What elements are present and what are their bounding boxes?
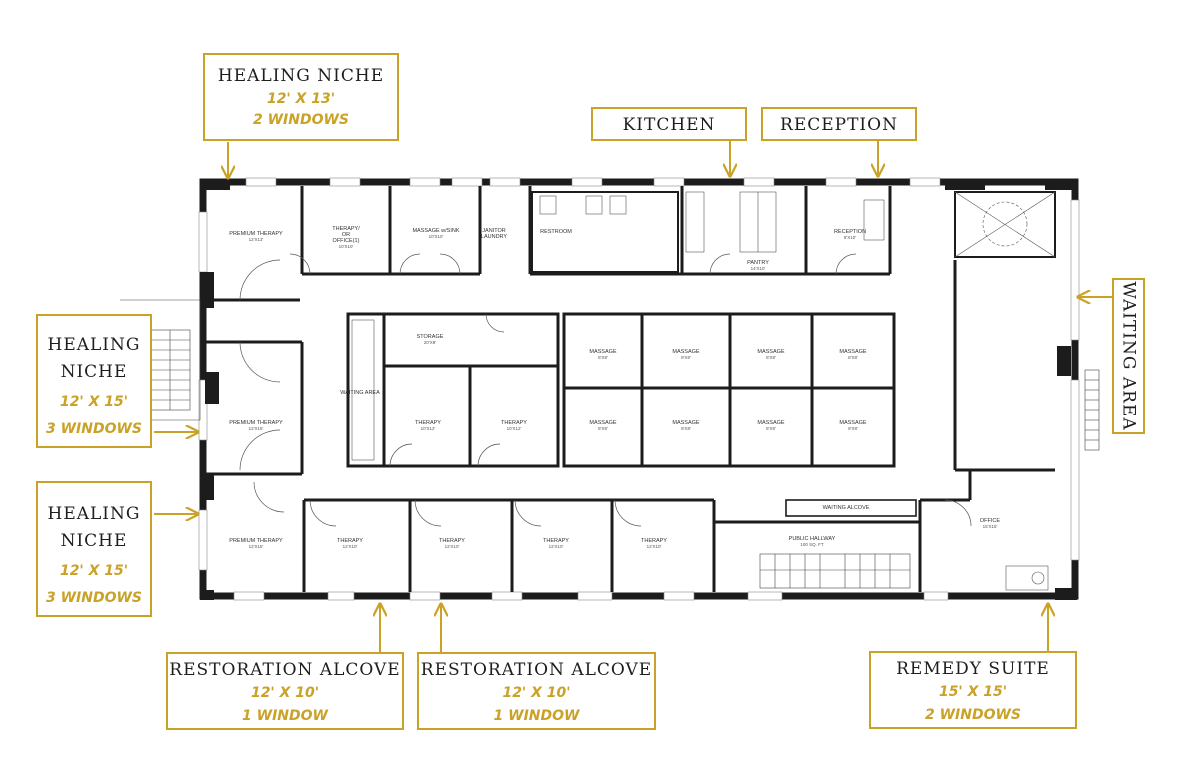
callout-windows: 3 WINDOWS bbox=[45, 421, 143, 438]
svg-text:THERAPY: THERAPY bbox=[543, 538, 569, 544]
svg-text:8'X10': 8'X10' bbox=[844, 235, 856, 240]
callout-size: 12' X 10' bbox=[502, 684, 571, 701]
callout-reception: RECEPTION bbox=[761, 107, 917, 141]
svg-text:100 SQ. FT: 100 SQ. FT bbox=[800, 542, 824, 547]
callout-remedy-suite: REMEDY SUITE 15' X 15' 2 WINDOWS bbox=[869, 651, 1077, 729]
stairs-left bbox=[120, 299, 201, 421]
fixtures bbox=[351, 191, 1049, 591]
svg-text:8'X8': 8'X8' bbox=[848, 426, 858, 431]
svg-text:10'X10': 10'X10' bbox=[429, 234, 444, 239]
svg-text:8'X8': 8'X8' bbox=[681, 355, 691, 360]
svg-text:12'X10': 12'X10' bbox=[549, 544, 564, 549]
callout-size: 12' X 15' bbox=[59, 394, 129, 411]
svg-text:MASSAGE: MASSAGE bbox=[839, 349, 867, 355]
callout-healing-niche-top: HEALING NICHE 12' X 13' 2 WINDOWS bbox=[203, 53, 399, 141]
svg-text:MASSAGE: MASSAGE bbox=[757, 349, 785, 355]
svg-text:12'X15': 12'X15' bbox=[249, 426, 264, 431]
callout-title-line1: HEALING bbox=[47, 504, 141, 524]
svg-text:8'X8': 8'X8' bbox=[598, 426, 608, 431]
callout-size: 12' X 10' bbox=[250, 684, 320, 701]
svg-text:WAITING AREA: WAITING AREA bbox=[340, 390, 380, 396]
svg-text:PANTRY: PANTRY bbox=[747, 260, 769, 266]
callout-windows: 2 WINDOWS bbox=[252, 111, 350, 128]
svg-text:14'X10': 14'X10' bbox=[751, 266, 766, 271]
svg-text:10'X12': 10'X12' bbox=[507, 426, 522, 431]
callout-size: 12' X 13' bbox=[266, 90, 336, 107]
callout-title: HEALING NICHE bbox=[217, 66, 385, 86]
svg-text:10'X10': 10'X10' bbox=[339, 244, 354, 249]
callout-windows: 1 WINDOW bbox=[242, 707, 328, 724]
callout-windows: 1 WINDOW bbox=[493, 707, 580, 724]
svg-text:RESTROOM: RESTROOM bbox=[540, 229, 572, 235]
svg-text:THERAPY: THERAPY bbox=[641, 538, 667, 544]
svg-text:WAITING ALCOVE: WAITING ALCOVE bbox=[823, 505, 870, 511]
callout-waiting-area: WAITING AREA bbox=[1112, 278, 1145, 434]
callout-title-line2: NICHE bbox=[60, 362, 128, 383]
callout-title-line1: HEALING bbox=[47, 335, 141, 355]
svg-text:10'X12': 10'X12' bbox=[421, 426, 436, 431]
svg-text:8'X8': 8'X8' bbox=[848, 355, 858, 360]
svg-text:MASSAGE: MASSAGE bbox=[757, 420, 785, 426]
doors bbox=[239, 253, 972, 527]
svg-text:THERAPY: THERAPY bbox=[415, 420, 441, 426]
svg-text:STORAGE: STORAGE bbox=[417, 334, 444, 340]
callout-title-line2: NICHE bbox=[60, 531, 128, 552]
callout-windows: 3 WINDOWS bbox=[45, 590, 143, 607]
svg-text:MASSAGE w/SINK: MASSAGE w/SINK bbox=[412, 228, 459, 234]
svg-text:PREMIUM THERAPY: PREMIUM THERAPY bbox=[229, 420, 283, 426]
svg-text:8'X8': 8'X8' bbox=[681, 426, 691, 431]
callout-title: REMEDY SUITE bbox=[896, 659, 1050, 679]
window-openings bbox=[198, 177, 1080, 601]
svg-text:MASSAGE: MASSAGE bbox=[672, 420, 700, 426]
room-premium-therapy-top: PREMIUM THERAPY bbox=[229, 231, 283, 237]
svg-text:THERAPY/: THERAPY/ bbox=[332, 226, 360, 232]
callout-title: WAITING AREA bbox=[1118, 281, 1139, 431]
svg-text:OFFICE: OFFICE bbox=[980, 518, 1000, 524]
svg-text:MASSAGE: MASSAGE bbox=[839, 420, 867, 426]
callout-title: RESTORATION ALCOVE bbox=[169, 660, 401, 680]
callout-title: RECEPTION bbox=[780, 115, 898, 135]
svg-text:12'X13': 12'X13' bbox=[249, 237, 264, 242]
callout-restoration-alcove-2: RESTORATION ALCOVE 12' X 10' 1 WINDOW bbox=[417, 652, 656, 730]
callout-size: 15' X 15' bbox=[938, 683, 1008, 700]
svg-text:PREMIUM THERAPY: PREMIUM THERAPY bbox=[229, 538, 283, 544]
callout-arrows bbox=[154, 140, 1112, 654]
svg-text:RECEPTION: RECEPTION bbox=[834, 229, 866, 235]
svg-text:THERAPY: THERAPY bbox=[337, 538, 363, 544]
svg-text:20'X9': 20'X9' bbox=[424, 340, 436, 345]
svg-text:MASSAGE: MASSAGE bbox=[589, 349, 617, 355]
svg-text:THERAPY: THERAPY bbox=[439, 538, 465, 544]
callout-kitchen: KITCHEN bbox=[591, 107, 747, 141]
svg-text:8'X8': 8'X8' bbox=[766, 426, 776, 431]
callout-healing-niche-left-1: HEALING NICHE 12' X 15' 3 WINDOWS bbox=[36, 314, 152, 448]
callout-restoration-alcove-1: RESTORATION ALCOVE 12' X 10' 1 WINDOW bbox=[166, 652, 404, 730]
stairs-public bbox=[759, 553, 911, 589]
callout-title: RESTORATION ALCOVE bbox=[420, 660, 653, 680]
svg-text:12'X10': 12'X10' bbox=[647, 544, 662, 549]
svg-text:12'X10': 12'X10' bbox=[343, 544, 358, 549]
columns bbox=[200, 180, 1077, 600]
svg-text:LAUNDRY: LAUNDRY bbox=[481, 234, 508, 240]
elevator bbox=[954, 191, 1056, 258]
svg-text:8'X8': 8'X8' bbox=[598, 355, 608, 360]
svg-text:OFFICE(1): OFFICE(1) bbox=[333, 238, 360, 244]
svg-text:12'X15': 12'X15' bbox=[249, 544, 264, 549]
callout-title: KITCHEN bbox=[622, 115, 716, 135]
callout-windows: 2 WINDOWS bbox=[924, 706, 1022, 723]
callout-healing-niche-left-2: HEALING NICHE 12' X 15' 3 WINDOWS bbox=[36, 481, 152, 617]
svg-text:PUBLIC HALLWAY: PUBLIC HALLWAY bbox=[789, 536, 836, 542]
svg-text:JANITOR: JANITOR bbox=[482, 228, 505, 234]
svg-text:8'X8': 8'X8' bbox=[766, 355, 776, 360]
stairs-right bbox=[1084, 369, 1100, 451]
svg-text:MASSAGE: MASSAGE bbox=[672, 349, 700, 355]
room-labels: PREMIUM THERAPY 12'X13' THERAPY/ OR OFFI… bbox=[229, 226, 1000, 549]
callout-size: 12' X 15' bbox=[59, 563, 129, 580]
svg-text:THERAPY: THERAPY bbox=[501, 420, 527, 426]
svg-text:OR: OR bbox=[342, 232, 350, 238]
svg-text:MASSAGE: MASSAGE bbox=[589, 420, 617, 426]
svg-text:15'X15': 15'X15' bbox=[983, 524, 998, 529]
interior-walls bbox=[206, 186, 1056, 592]
svg-text:12'X10': 12'X10' bbox=[445, 544, 460, 549]
